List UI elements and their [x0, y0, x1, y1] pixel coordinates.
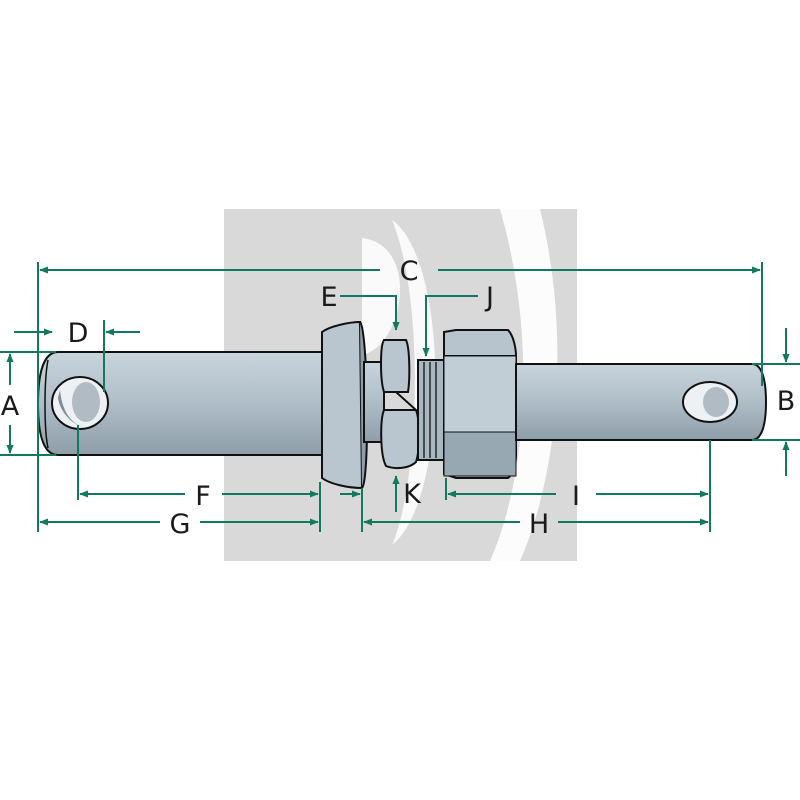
label-g: G [170, 509, 191, 540]
label-f: F [195, 481, 211, 512]
label-i: I [572, 481, 580, 512]
label-k: K [403, 479, 422, 510]
thread-section [417, 359, 445, 461]
label-h: H [529, 509, 549, 540]
label-d: D [68, 318, 89, 349]
pin-hole-right [682, 381, 738, 423]
label-j: J [484, 282, 494, 313]
dimension-lines [0, 262, 800, 532]
label-e: E [320, 282, 337, 313]
dimension-labels: A B C D E F G H I J K [1, 256, 796, 540]
pin-collar [321, 320, 364, 490]
lower-link-pin [36, 320, 768, 490]
hex-nut [443, 329, 517, 479]
pin-hole-left [51, 376, 109, 430]
label-a: A [1, 391, 20, 422]
label-c: C [400, 256, 419, 287]
label-b: B [777, 386, 796, 417]
